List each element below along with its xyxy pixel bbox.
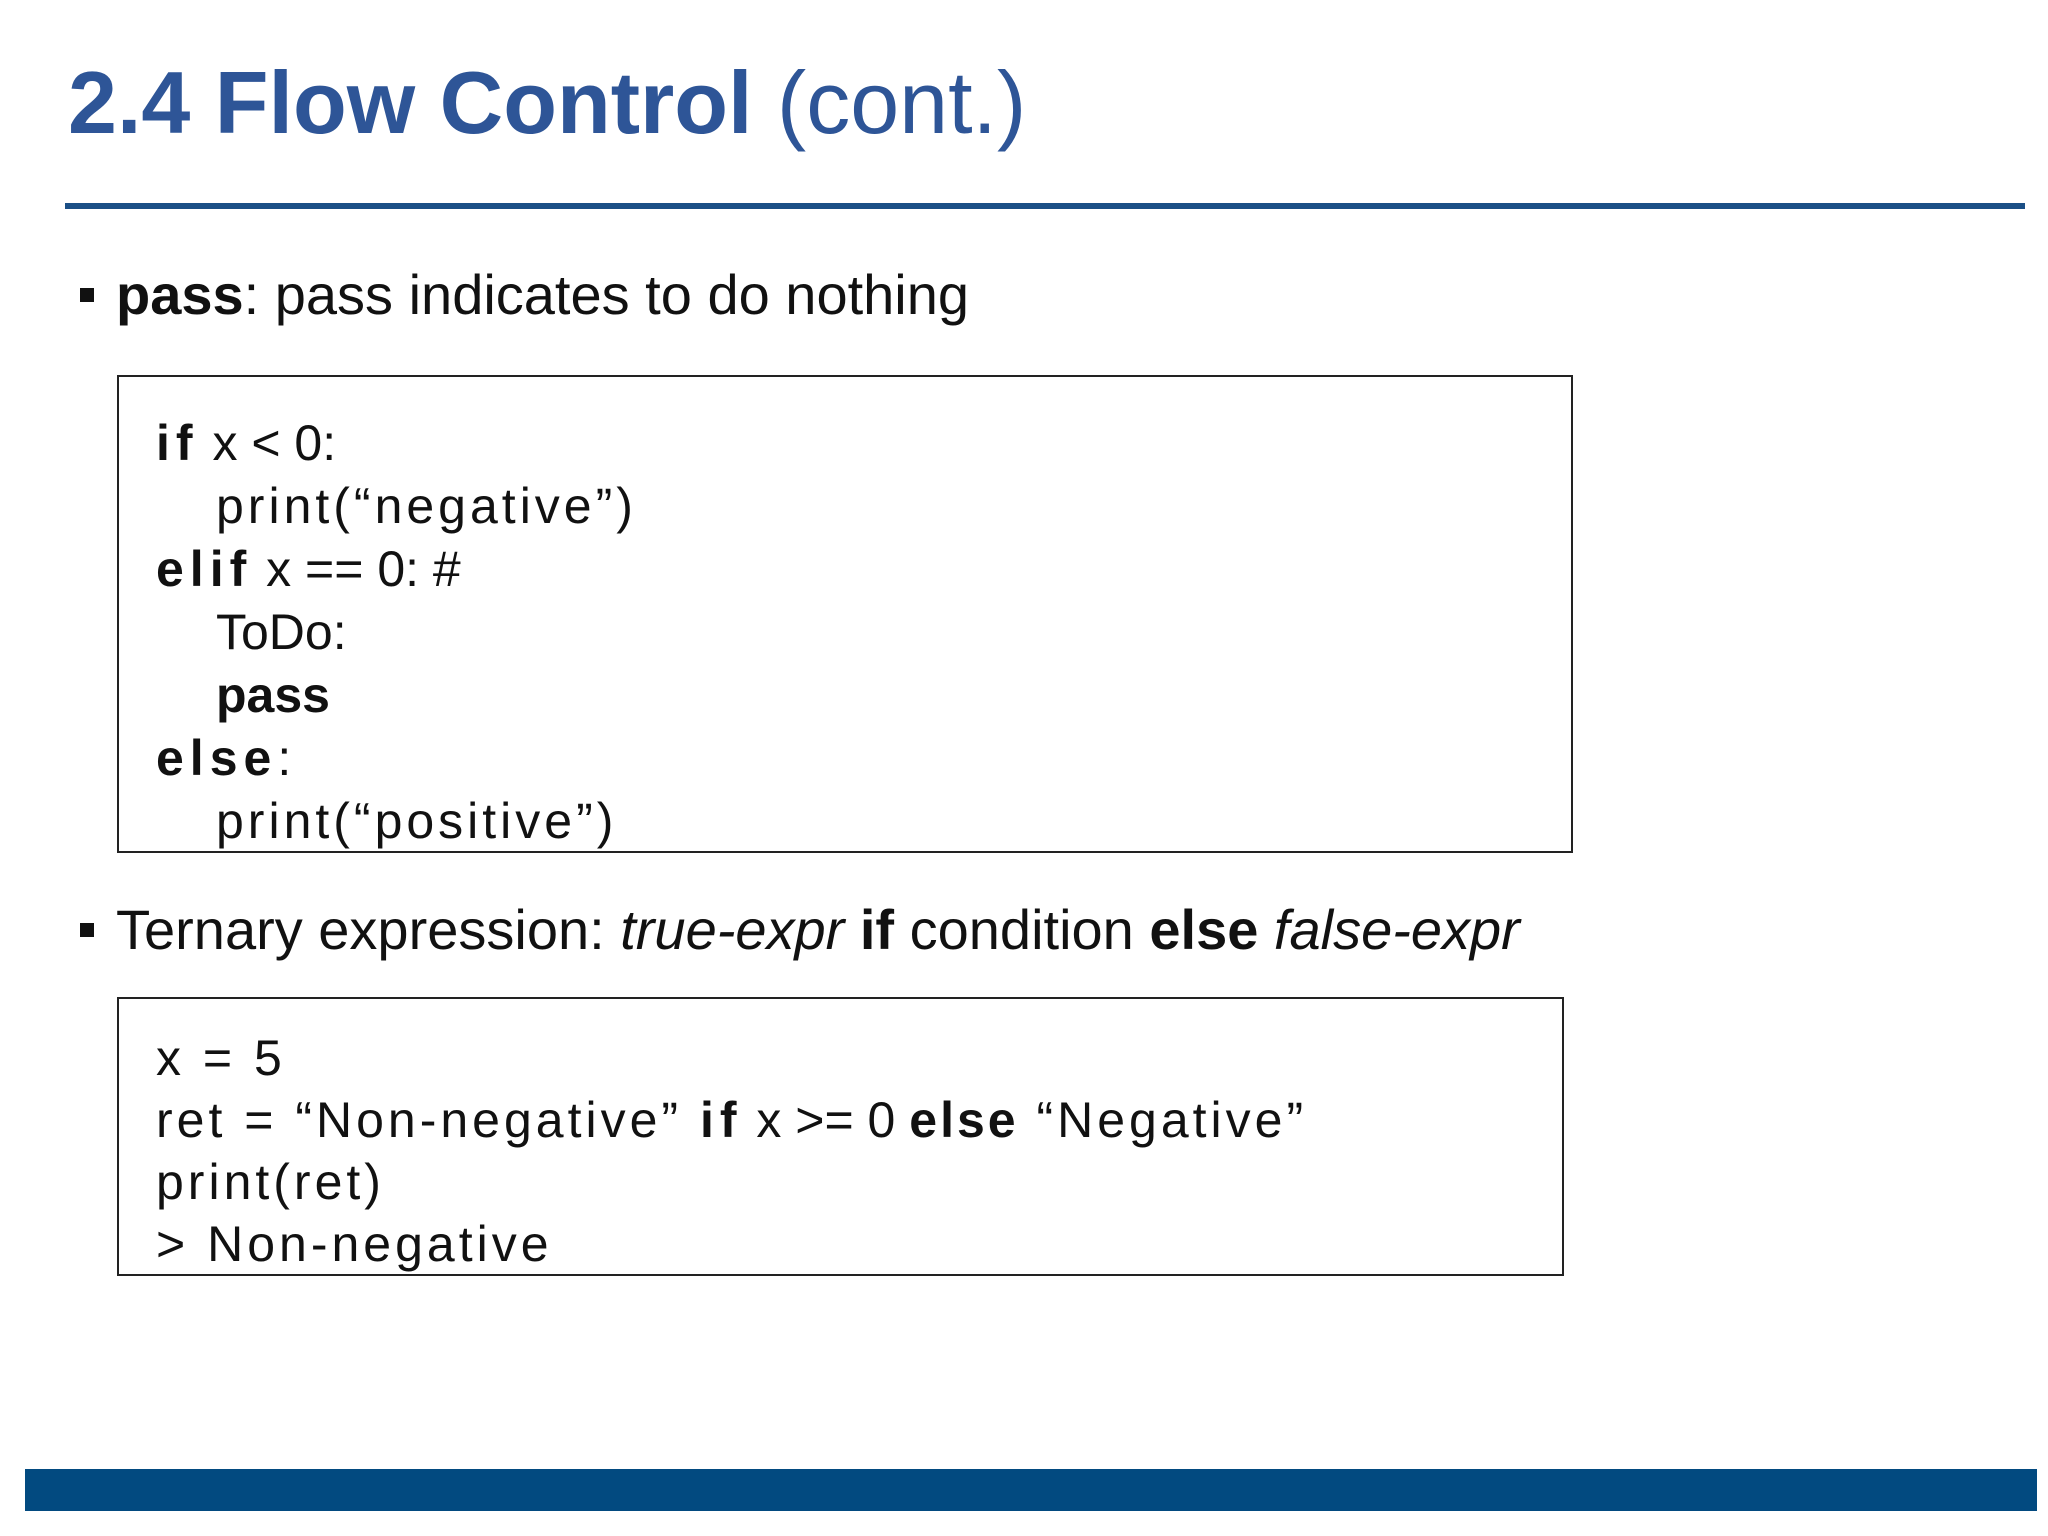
code-text: x < 0: <box>198 415 337 471</box>
code-line: > Non-negative <box>156 1213 553 1275</box>
code-line: pass <box>216 664 330 726</box>
code-line: print(“negative”) <box>216 475 637 537</box>
code-text: “Negative” <box>1018 1092 1308 1148</box>
code-text: x = 5 <box>156 1030 286 1086</box>
code-line: x = 5 <box>156 1027 286 1089</box>
bullet-else-keyword: else <box>1149 898 1259 961</box>
code-keyword: else <box>909 1092 1019 1148</box>
bullet-square-icon <box>80 288 94 302</box>
code-text: print(“positive”) <box>216 793 618 849</box>
code-line: if x < 0: <box>156 412 336 474</box>
code-block-pass-example: if x < 0: print(“negative”) elif x == 0:… <box>117 375 1573 853</box>
code-line: print(ret) <box>156 1151 385 1213</box>
code-text: print(“negative”) <box>216 478 637 534</box>
code-line: print(“positive”) <box>216 790 617 852</box>
code-text: : <box>277 730 296 786</box>
code-text: ToDo: <box>216 604 347 660</box>
bullet-pass: pass: pass indicates to do nothing <box>80 260 969 330</box>
code-block-ternary-example: x = 5 ret = “Non-negative” if x >= 0 els… <box>117 997 1564 1276</box>
code-text: print(ret) <box>156 1154 385 1210</box>
title-suffix: (cont.) <box>776 53 1027 152</box>
slide-title: 2.4 Flow Control (cont.) <box>68 48 1026 158</box>
bullet-if-keyword: if <box>844 898 895 961</box>
code-line: else: <box>156 727 295 789</box>
footer-bar <box>25 1469 2037 1511</box>
bullet-square-icon <box>80 923 94 937</box>
code-line: ToDo: <box>216 601 347 663</box>
title-divider <box>65 203 2025 209</box>
bullet-text: : pass indicates to do nothing <box>243 263 970 326</box>
bullet-term: pass <box>116 263 244 326</box>
code-line: elif x == 0: # <box>156 538 461 600</box>
code-text: x == 0: # <box>252 541 461 597</box>
code-text: x >= 0 <box>742 1092 910 1148</box>
code-keyword: pass <box>216 667 330 723</box>
bullet-ternary: Ternary expression: true-expr if conditi… <box>80 895 1520 965</box>
code-output: > Non-negative <box>156 1216 553 1272</box>
bullet-true-expr: true-expr <box>620 898 845 961</box>
code-keyword: elif <box>156 541 253 597</box>
code-keyword: else <box>156 730 278 786</box>
bullet-condition: condition <box>894 898 1150 961</box>
code-keyword: if <box>156 415 199 471</box>
bullet-text: Ternary expression: <box>116 898 621 961</box>
code-text: ret = “Non-negative” <box>156 1092 700 1148</box>
code-line: ret = “Non-negative” if x >= 0 else “Neg… <box>156 1089 1307 1151</box>
title-main: 2.4 Flow Control <box>68 53 753 152</box>
code-keyword: if <box>699 1092 743 1148</box>
bullet-false-expr: false-expr <box>1258 898 1520 961</box>
